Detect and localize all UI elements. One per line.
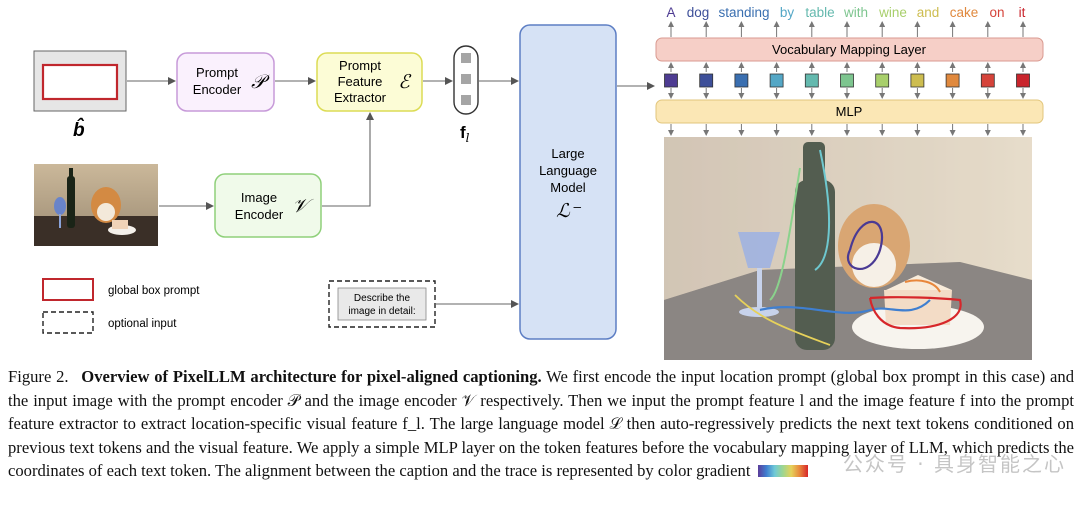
legend-label-optional: optional input <box>108 318 177 330</box>
caption-title: Overview of PixelLLM architecture for pi… <box>81 367 542 386</box>
prompt-encoder-line1: Prompt <box>196 65 238 80</box>
location-feature-label: fl <box>460 123 470 145</box>
token-word: on <box>989 5 1004 20</box>
mlp-output-arrows <box>668 124 1026 136</box>
token-feature-square <box>1016 73 1030 88</box>
caption-body: We first encode the input location promp… <box>8 367 1074 481</box>
prompt-encoder-line2: Encoder <box>193 82 242 97</box>
token-feature-square <box>769 73 784 88</box>
legend-solid-swatch <box>42 278 94 301</box>
token-word: and <box>917 5 940 20</box>
mlp-input-arrows <box>668 88 1026 99</box>
connection-arrows <box>127 77 655 308</box>
token-feature-square <box>945 73 960 88</box>
prompt-encoder-block: Prompt Encoder 𝒫 <box>176 52 275 112</box>
token-output-arrows <box>668 21 1026 37</box>
token-feature-arrows <box>668 62 1026 72</box>
token-word: wine <box>878 5 907 20</box>
legend-dashed-swatch <box>42 311 94 334</box>
input-image-thumbnail <box>34 164 158 246</box>
token-feature-square <box>980 73 995 88</box>
token-word: it <box>1019 5 1026 20</box>
legend: global box prompt optional input <box>42 278 200 334</box>
llm-symbol: ℒ⁻ <box>556 201 582 222</box>
location-feature-stack <box>453 45 479 115</box>
token-feature-square <box>734 73 749 88</box>
vocabulary-mapping-layer <box>655 37 1044 62</box>
box-prompt-label: b̂ <box>73 119 85 141</box>
feature-extractor-symbol: ℰ <box>398 72 412 93</box>
token-word: with <box>843 5 868 20</box>
token-feature-square <box>910 73 925 88</box>
token-word: standing <box>718 5 769 20</box>
image-encoder-line1: Image <box>241 190 277 205</box>
token-feature-square <box>875 73 890 88</box>
mlp-layer <box>655 99 1044 124</box>
color-gradient-bar <box>757 465 808 478</box>
token-feature-square <box>804 73 819 88</box>
architecture-diagram: b̂ Prompt Encoder 𝒫 Prompt Feature Extra… <box>33 5 1044 360</box>
token-word: by <box>780 5 795 20</box>
feature-extractor-line2: Feature <box>338 74 383 89</box>
token-word: table <box>805 5 834 20</box>
llm-line3: Model <box>550 180 586 195</box>
image-encoder-block: Image Encoder 𝒱 <box>214 173 322 238</box>
llm-block: Large Language Model ℒ⁻ <box>519 24 617 340</box>
image-encoder-line2: Encoder <box>235 207 284 222</box>
feature-extractor-line3: Extractor <box>334 90 387 105</box>
text-prompt-line2: image in detail: <box>348 306 415 317</box>
mlp-label: MLP <box>836 104 863 119</box>
caption-figure-number: Figure 2. <box>8 367 69 386</box>
token-word: cake <box>950 5 979 20</box>
token-word: dog <box>687 5 710 20</box>
prompt-feature-extractor-block: Prompt Feature Extractor ℰ <box>316 52 423 112</box>
watermark: 公众号 · 具身智能之心 <box>842 452 1066 476</box>
trace-output-image <box>664 137 1032 360</box>
feature-extractor-line1: Prompt <box>339 58 381 73</box>
token-word: A <box>666 5 675 20</box>
legend-label-global-box: global box prompt <box>108 285 200 297</box>
box-prompt-input <box>33 50 127 112</box>
llm-line1: Large <box>551 146 584 161</box>
text-prompt-line1: Describe the <box>354 293 411 304</box>
figure-caption: Figure 2. Overview of PixelLLM architect… <box>8 365 1074 483</box>
token-feature-squares <box>664 73 1030 88</box>
llm-line2: Language <box>539 163 597 178</box>
vocabulary-mapping-label: Vocabulary Mapping Layer <box>772 42 927 57</box>
token-feature-square <box>664 73 678 88</box>
token-feature-square <box>699 73 714 88</box>
text-prompt-block: Describe the image in detail: <box>328 280 436 328</box>
token-feature-square <box>840 73 854 88</box>
